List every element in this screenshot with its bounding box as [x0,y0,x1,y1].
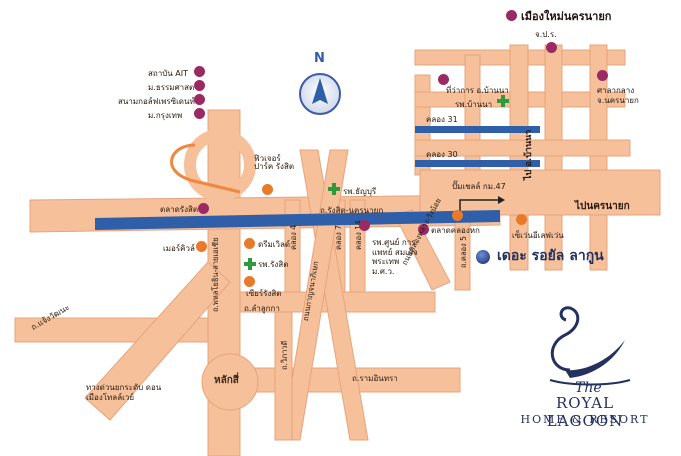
sports-center-label: รพ.ศูนย์ การแพทย์ สมเด็จพระเทพ ม.ศ.ว. [372,238,418,276]
krungthep-label: ม.กรุงเทพ [148,111,183,120]
future-park-label: ฟิวเจอร์ปาร์ค รังสิต [254,154,295,171]
golf-label: สนามกอล์ฟเพรซิเดนท์ [118,97,195,106]
phahonyothin-road-label: ถ.พหลโยธิน-สายเอเชีย [211,237,220,312]
brand-name: ROYAL LAGOON [546,394,624,430]
golf-marker-icon [194,94,205,105]
pump-km47-label: ปั๊มเชลล์ กม.47 [452,182,506,191]
klong5-road-label: ถ.คลอง 5 [459,236,468,268]
thanyaburi-hospital-label: รพ.ธัญบุรี [343,187,377,196]
thammasat-label: ม.ธรรมศาสตร์ [148,83,199,92]
merchant-label: เมอร์คิวล์ [163,244,195,253]
nakhonnayok-hall-label: ศาลากลาง จ.นครนายก [597,86,639,105]
rangsit-hospital-icon [244,258,256,270]
lak-si-label: หลักสี่ [214,375,239,386]
klonghok-market-marker-icon [418,224,429,235]
sports-center-marker-icon [359,220,370,231]
lam-luk-ka-road-label: ถ.ลำลูกกา [244,304,280,313]
compass-north-label: N [314,51,325,66]
zeer-marker-icon [244,276,255,287]
ait-label: สถาบัน AIT [148,69,189,78]
diagonal-road-shape [84,261,231,421]
klonghok-market-label: ตลาดคลองหก [431,226,480,235]
bannaa-district-label: ที่ว่าการ อ.บ้านนา [446,86,509,95]
canal-main [95,210,500,230]
ait-marker-icon [194,66,205,77]
klong4-label: คลอง 4 [289,225,298,250]
bannaa-hospital-label: รพ.บ้านนา [455,100,493,109]
bannaa-district-marker-icon [438,74,449,85]
nakhonnayok-hall-marker-icon [597,70,608,81]
brand-script: The [575,380,602,396]
rangsit-hospital-label: รพ.รังสิต [258,260,289,269]
future-park-marker-icon [262,184,273,195]
royal-lagoon-thai-label: เดอะ รอยัล ลากูน [497,248,604,264]
rangsit-market-marker-icon [198,203,209,214]
ram-intra-road-label: ถ.รามอินทรา [352,374,398,383]
bannaa-hospital-icon [497,95,509,107]
post-marker-icon [546,42,557,53]
krungthep-marker-icon [194,108,205,119]
bannaa-road-label: ไป อ.บ้านนา [524,129,534,180]
post-label: จ.ป.ร. [535,30,557,39]
thanyaburi-hospital-icon [328,183,340,195]
nakhonnayok-road-label: ไปนครนายก [575,201,630,212]
pump-marker-icon [452,210,463,221]
swan-logo-icon [549,306,631,386]
royal-lagoon-marker-icon [476,250,490,264]
merchant-marker-icon [196,241,207,252]
zeer-label: เซียร์รังสิต [246,289,282,298]
vibhavadi-road-label: ถ.วิภาวดี [280,340,289,370]
new-town-label: เมืองใหม่นครนายก [521,10,612,23]
klong31-label: คลอง 31 [426,115,458,124]
brand-tagline: HOME & RESORT [520,413,650,426]
seven-label: เซ็เว่นอีเลฟเว่น [512,231,564,240]
dreamworld-marker-icon [244,238,255,249]
thammasat-marker-icon [194,80,205,91]
dreamworld-label: ดรีมเวิลด์ [258,240,291,249]
compass-rose-icon [299,73,341,115]
seven-marker-icon [516,214,527,225]
klong30-label: คลอง 30 [426,150,458,159]
rangsit-market-label: ตลาดรังสิต [160,205,199,214]
new-town-marker-icon [506,10,517,21]
don-mueang-tollway-label: ทางด่วนยกระดับ ดอนเมืองโทลล์เวย์ [86,383,162,403]
klong7-label: คลอง 7 [334,225,343,250]
rangsit-nakhonnayok-road-label: ถ.รังสิต-นครนายก [320,206,384,215]
